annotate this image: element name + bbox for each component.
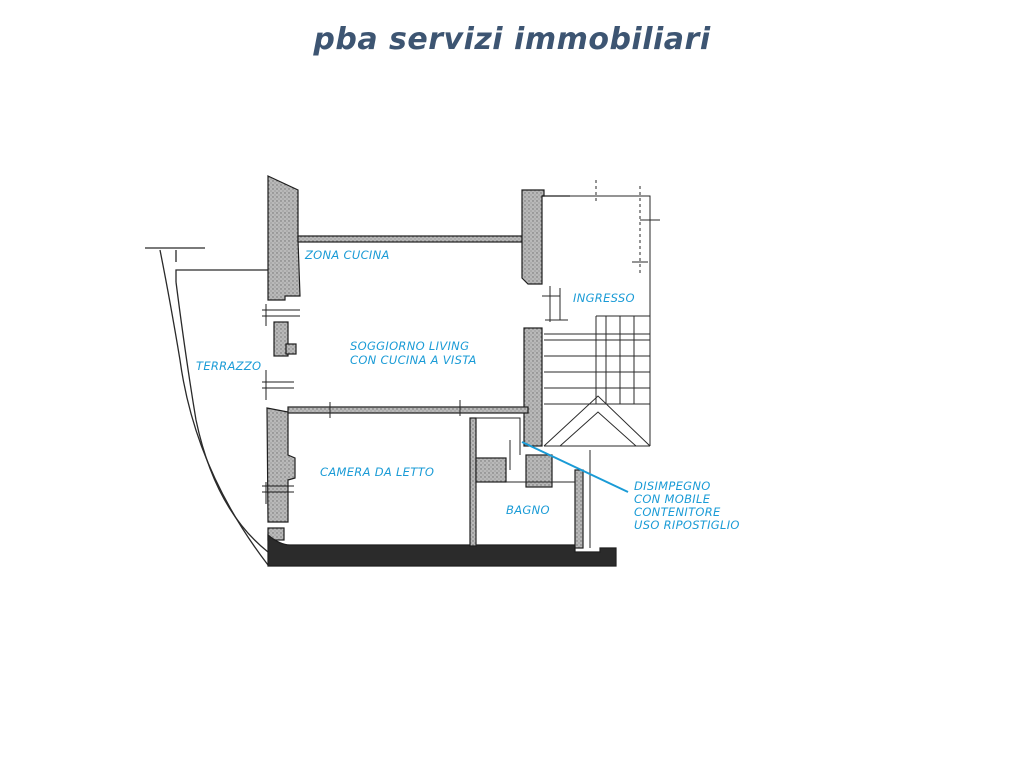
label-terrazzo: TERRAZZO: [196, 359, 261, 373]
window-marks: [262, 304, 300, 504]
terrace-outline: [145, 247, 269, 566]
door-marks: [329, 400, 511, 470]
brand-title: pba servizi immobiliari: [313, 22, 711, 57]
label-bagno: BAGNO: [506, 503, 550, 517]
annotation-line2: CON MOBILE: [634, 492, 711, 506]
staircase: [543, 180, 660, 548]
label-soggiorno-line2: CON CUCINA A VISTA: [350, 353, 477, 367]
annotation-leader: [521, 441, 629, 493]
label-zona-cucina: ZONA CUCINA: [304, 248, 390, 262]
label-ingresso: INGRESSO: [573, 291, 635, 305]
interior-lines: [475, 286, 575, 546]
annotation-line4: USO RIPOSTIGLIO: [634, 518, 740, 532]
annotation-line3: CONTENITORE: [634, 505, 721, 519]
label-camera: CAMERA DA LETTO: [320, 465, 434, 479]
annotation-line1: DISIMPEGNO: [634, 479, 711, 493]
label-soggiorno-line1: SOGGIORNO LIVING: [350, 339, 469, 353]
walls: [266, 175, 617, 567]
